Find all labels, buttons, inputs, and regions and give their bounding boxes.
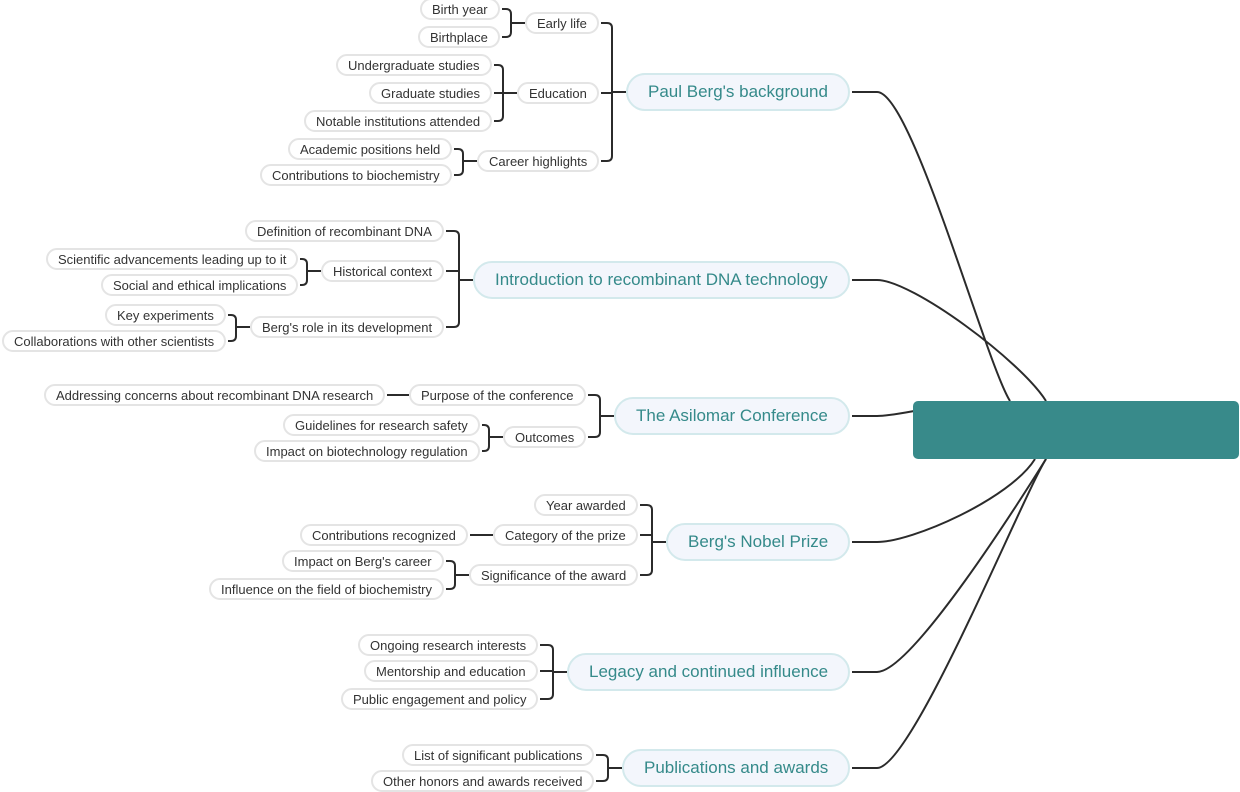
subtopic[interactable]: Education <box>517 82 599 104</box>
main-connector-branch <box>596 754 609 761</box>
leaf-topic[interactable]: Influence on the field of biochemistry <box>209 578 445 600</box>
main-connector-branch <box>588 431 601 438</box>
main-connector-branch <box>596 775 609 782</box>
central-connector <box>852 91 1011 402</box>
subtopic[interactable]: Year awarded <box>534 494 638 516</box>
main-connector-branch <box>540 693 554 700</box>
main-connector-branch <box>601 22 613 29</box>
central-topic[interactable] <box>913 401 1239 459</box>
main-connector-branch <box>446 230 460 237</box>
leaf-topic[interactable]: Key experiments <box>105 304 226 326</box>
subtopic[interactable]: Category of the prize <box>493 524 638 546</box>
subtopic-connector-branch <box>482 424 490 431</box>
main-connector-branch <box>640 569 653 576</box>
central-connector <box>852 458 1036 543</box>
subtopic[interactable]: List of significant publications <box>402 744 595 766</box>
subtopic[interactable]: Historical context <box>321 260 444 282</box>
leaf-topic[interactable]: Addressing concerns about recombinant DN… <box>44 384 386 406</box>
main-topic[interactable]: The Asilomar Conference <box>614 397 850 435</box>
main-connector-branch <box>640 504 653 511</box>
subtopic-connector-branch <box>502 8 512 15</box>
leaf-topic[interactable]: Academic positions held <box>288 138 453 160</box>
main-topic[interactable]: Berg's Nobel Prize <box>666 523 851 561</box>
leaf-topic[interactable]: Guidelines for research safety <box>283 414 480 436</box>
leaf-topic[interactable]: Contributions recognized <box>300 524 468 546</box>
leaf-topic[interactable]: Scientific advancements leading up to it <box>46 248 299 270</box>
subtopic[interactable]: Significance of the award <box>469 564 639 586</box>
subtopic[interactable]: Ongoing research interests <box>358 634 539 656</box>
leaf-topic[interactable]: Impact on biotechnology regulation <box>254 440 480 462</box>
leaf-topic[interactable]: Social and ethical implications <box>101 274 299 296</box>
main-topic[interactable]: Publications and awards <box>622 749 851 787</box>
subtopic-connector-branch <box>300 279 308 286</box>
subtopic[interactable]: Berg's role in its development <box>250 316 445 338</box>
subtopic[interactable]: Early life <box>525 12 599 34</box>
leaf-topic[interactable]: Birthplace <box>418 26 500 48</box>
leaf-topic[interactable]: Collaborations with other scientists <box>2 330 227 352</box>
subtopic-connector-branch <box>228 335 237 342</box>
central-connector <box>852 458 1047 673</box>
subtopic-connector-branch <box>502 31 512 38</box>
subtopic-connector-branch <box>300 258 308 265</box>
subtopic[interactable]: Definition of recombinant DNA <box>245 220 444 242</box>
leaf-topic[interactable]: Graduate studies <box>369 82 493 104</box>
main-connector-branch <box>540 644 554 651</box>
subtopic-connector-branch <box>482 445 490 452</box>
main-connector-branch <box>588 394 601 401</box>
main-topic[interactable]: Legacy and continued influence <box>567 653 851 691</box>
leaf-topic[interactable]: Undergraduate studies <box>336 54 492 76</box>
leaf-topic[interactable]: Notable institutions attended <box>304 110 493 132</box>
subtopic-connector-branch <box>454 169 464 176</box>
leaf-topic[interactable]: Contributions to biochemistry <box>260 164 452 186</box>
subtopic-connector-branch <box>454 148 464 155</box>
subtopic-connector-branch <box>446 583 456 590</box>
central-connector <box>852 458 1047 769</box>
subtopic[interactable]: Public engagement and policy <box>341 688 539 710</box>
main-connector-branch <box>601 155 613 162</box>
main-topic[interactable]: Introduction to recombinant DNA technolo… <box>473 261 850 299</box>
subtopic[interactable]: Other honors and awards received <box>371 770 595 792</box>
main-topic[interactable]: Paul Berg's background <box>626 73 850 111</box>
subtopic-connector-branch <box>228 314 237 321</box>
subtopic[interactable]: Career highlights <box>477 150 600 172</box>
main-connector-branch <box>446 321 460 328</box>
subtopic-connector-branch <box>494 64 504 71</box>
leaf-topic[interactable]: Birth year <box>420 0 500 20</box>
subtopic[interactable]: Purpose of the conference <box>409 384 586 406</box>
subtopic-connector-branch <box>446 560 456 567</box>
subtopic-connector-branch <box>494 115 504 122</box>
subtopic[interactable]: Mentorship and education <box>364 660 538 682</box>
leaf-topic[interactable]: Impact on Berg's career <box>282 550 444 572</box>
subtopic[interactable]: Outcomes <box>503 426 587 448</box>
central-connector <box>852 279 1047 402</box>
